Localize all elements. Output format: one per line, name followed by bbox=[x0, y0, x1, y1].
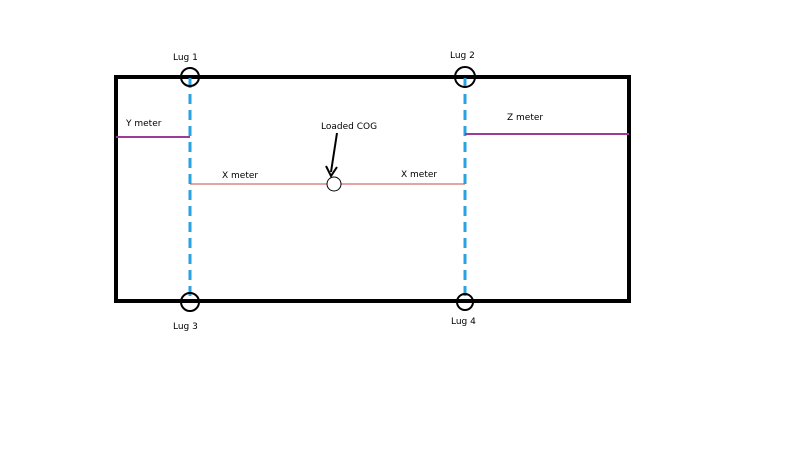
lug4-label: Lug 4 bbox=[451, 317, 476, 327]
cog-circle bbox=[326, 176, 342, 192]
lug1-circle bbox=[180, 67, 200, 87]
frame-rectangle bbox=[114, 75, 631, 303]
cog-label: Loaded COG bbox=[321, 122, 377, 132]
lug2-circle bbox=[454, 66, 476, 88]
x-right-label: X meter bbox=[401, 170, 437, 180]
x-left-label: X meter bbox=[222, 171, 258, 181]
z-label: Z meter bbox=[507, 113, 543, 123]
lug2-label: Lug 2 bbox=[450, 51, 475, 61]
lug1-label: Lug 1 bbox=[173, 53, 198, 63]
lug4-circle bbox=[456, 293, 474, 311]
lug3-label: Lug 3 bbox=[173, 322, 198, 332]
cog-arrow-shaft bbox=[330, 132, 338, 173]
cog-arrow-head bbox=[325, 165, 338, 178]
lug3-circle bbox=[180, 292, 200, 312]
y-label: Y meter bbox=[125, 119, 162, 129]
